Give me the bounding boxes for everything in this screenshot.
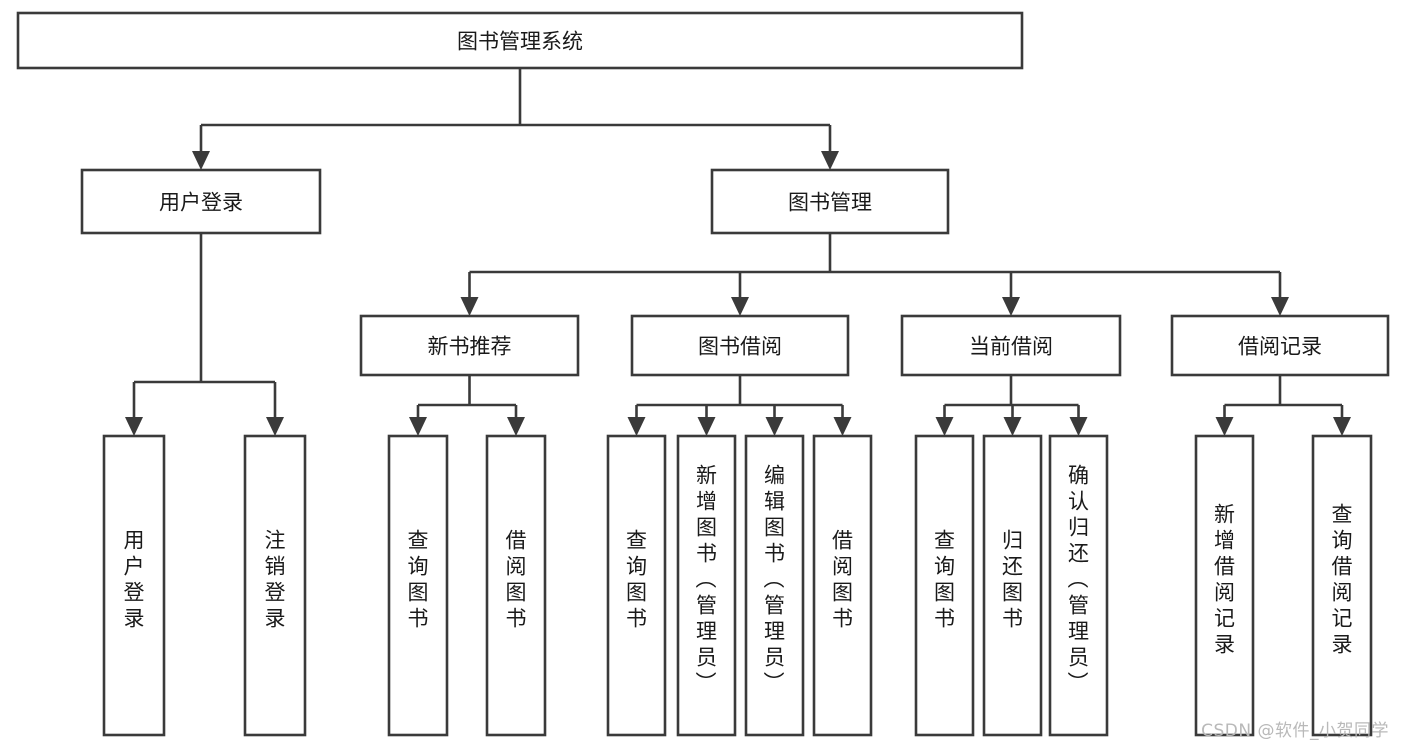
arrow-head-确认归还管理员-2 bbox=[1069, 417, 1088, 436]
node-label-注销登录: 注销登录 bbox=[265, 529, 286, 631]
arrow-head-用户登录-0 bbox=[192, 151, 210, 170]
node-确认归还管理员[interactable]: 确认归还（管理员） bbox=[1048, 434, 1109, 737]
node-借阅图书[interactable]: 借阅图书 bbox=[485, 434, 547, 737]
node-新书推荐[interactable]: 新书推荐 bbox=[359, 314, 580, 377]
node-查询图书[interactable]: 查询图书 bbox=[914, 434, 975, 737]
node-label-图书借阅: 图书借阅 bbox=[698, 335, 782, 359]
node-box-借阅记录 bbox=[1170, 314, 1390, 377]
node-box-图书管理系统 bbox=[16, 11, 1024, 70]
node-box-图书借阅 bbox=[630, 314, 850, 377]
node-归还图书[interactable]: 归还图书 bbox=[982, 434, 1043, 737]
node-box-查询图书 bbox=[914, 434, 975, 737]
node-label-当前借阅: 当前借阅 bbox=[969, 335, 1053, 359]
node-box-新书推荐 bbox=[359, 314, 580, 377]
node-借阅记录[interactable]: 借阅记录 bbox=[1170, 314, 1390, 377]
node-box-编辑图书管理员 bbox=[744, 434, 805, 737]
node-label-借阅图书: 借阅图书 bbox=[832, 529, 853, 631]
node-box-用户登录 bbox=[102, 434, 166, 737]
node-label-归还图书: 归还图书 bbox=[1002, 529, 1023, 631]
node-查询图书[interactable]: 查询图书 bbox=[387, 434, 449, 737]
node-box-借阅图书 bbox=[812, 434, 873, 737]
node-box-借阅图书 bbox=[485, 434, 547, 737]
node-label-新增借阅记录: 新增借阅记录 bbox=[1214, 503, 1235, 657]
node-label-图书管理系统: 图书管理系统 bbox=[457, 30, 583, 54]
node-box-查询借阅记录 bbox=[1311, 434, 1373, 737]
arrow-head-用户登录-0 bbox=[125, 417, 143, 436]
arrow-head-借阅记录-3 bbox=[1271, 297, 1289, 316]
arrow-head-当前借阅-2 bbox=[1002, 297, 1020, 316]
node-box-新增借阅记录 bbox=[1194, 434, 1255, 737]
node-label-新增图书管理员: 新增图书（管理员） bbox=[696, 464, 718, 696]
node-编辑图书管理员[interactable]: 编辑图书（管理员） bbox=[744, 434, 805, 737]
node-box-归还图书 bbox=[982, 434, 1043, 737]
node-借阅图书[interactable]: 借阅图书 bbox=[812, 434, 873, 737]
node-label-查询图书: 查询图书 bbox=[934, 529, 955, 631]
node-用户登录[interactable]: 用户登录 bbox=[80, 168, 322, 235]
node-图书借阅[interactable]: 图书借阅 bbox=[630, 314, 850, 377]
node-图书管理系统[interactable]: 图书管理系统 bbox=[16, 11, 1024, 70]
node-label-借阅记录: 借阅记录 bbox=[1238, 335, 1322, 359]
arrow-head-查询图书-0 bbox=[935, 417, 954, 436]
node-新增借阅记录[interactable]: 新增借阅记录 bbox=[1194, 434, 1255, 737]
node-box-注销登录 bbox=[243, 434, 307, 737]
node-box-当前借阅 bbox=[900, 314, 1122, 377]
node-box-查询图书 bbox=[387, 434, 449, 737]
node-当前借阅[interactable]: 当前借阅 bbox=[900, 314, 1122, 377]
node-图书管理[interactable]: 图书管理 bbox=[710, 168, 950, 235]
node-box-用户登录 bbox=[80, 168, 322, 235]
node-label-编辑图书管理员: 编辑图书（管理员） bbox=[764, 464, 786, 696]
node-label-查询图书: 查询图书 bbox=[408, 529, 429, 631]
arrow-head-归还图书-1 bbox=[1003, 417, 1022, 436]
node-label-查询借阅记录: 查询借阅记录 bbox=[1332, 503, 1353, 657]
node-box-新增图书管理员 bbox=[676, 434, 737, 737]
node-label-用户登录: 用户登录 bbox=[159, 191, 243, 215]
node-label-用户登录: 用户登录 bbox=[124, 529, 145, 631]
node-label-确认归还管理员: 确认归还（管理员） bbox=[1068, 464, 1090, 696]
node-label-图书管理: 图书管理 bbox=[788, 191, 872, 215]
node-box-确认归还管理员 bbox=[1048, 434, 1109, 737]
node-用户登录[interactable]: 用户登录 bbox=[102, 434, 166, 737]
arrow-head-新增借阅记录-0 bbox=[1215, 417, 1234, 436]
arrow-head-图书管理-1 bbox=[821, 151, 839, 170]
arrow-head-查询图书-0 bbox=[409, 417, 427, 436]
arrow-head-查询图书-0 bbox=[627, 417, 646, 436]
node-layer: 图书管理系统用户登录用户登录注销登录图书管理新书推荐查询图书借阅图书图书借阅查询… bbox=[16, 11, 1390, 737]
node-box-图书管理 bbox=[710, 168, 950, 235]
node-label-借阅图书: 借阅图书 bbox=[506, 529, 527, 631]
arrow-head-新书推荐-0 bbox=[460, 297, 479, 316]
node-查询借阅记录[interactable]: 查询借阅记录 bbox=[1311, 434, 1373, 737]
node-label-新书推荐: 新书推荐 bbox=[428, 335, 512, 359]
arrow-head-借阅图书-3 bbox=[833, 417, 852, 436]
arrow-head-编辑图书管理员-2 bbox=[765, 417, 784, 436]
arrow-head-新增图书管理员-1 bbox=[697, 417, 716, 436]
arrow-head-借阅图书-1 bbox=[507, 417, 525, 436]
node-新增图书管理员[interactable]: 新增图书（管理员） bbox=[676, 434, 737, 737]
arrow-head-注销登录-1 bbox=[266, 417, 284, 436]
arrow-head-查询借阅记录-1 bbox=[1333, 417, 1351, 436]
arrow-head-图书借阅-1 bbox=[731, 297, 749, 316]
node-label-查询图书: 查询图书 bbox=[626, 529, 647, 631]
node-注销登录[interactable]: 注销登录 bbox=[243, 434, 307, 737]
node-查询图书[interactable]: 查询图书 bbox=[606, 434, 667, 737]
node-box-查询图书 bbox=[606, 434, 667, 737]
connector-layer bbox=[125, 68, 1351, 436]
